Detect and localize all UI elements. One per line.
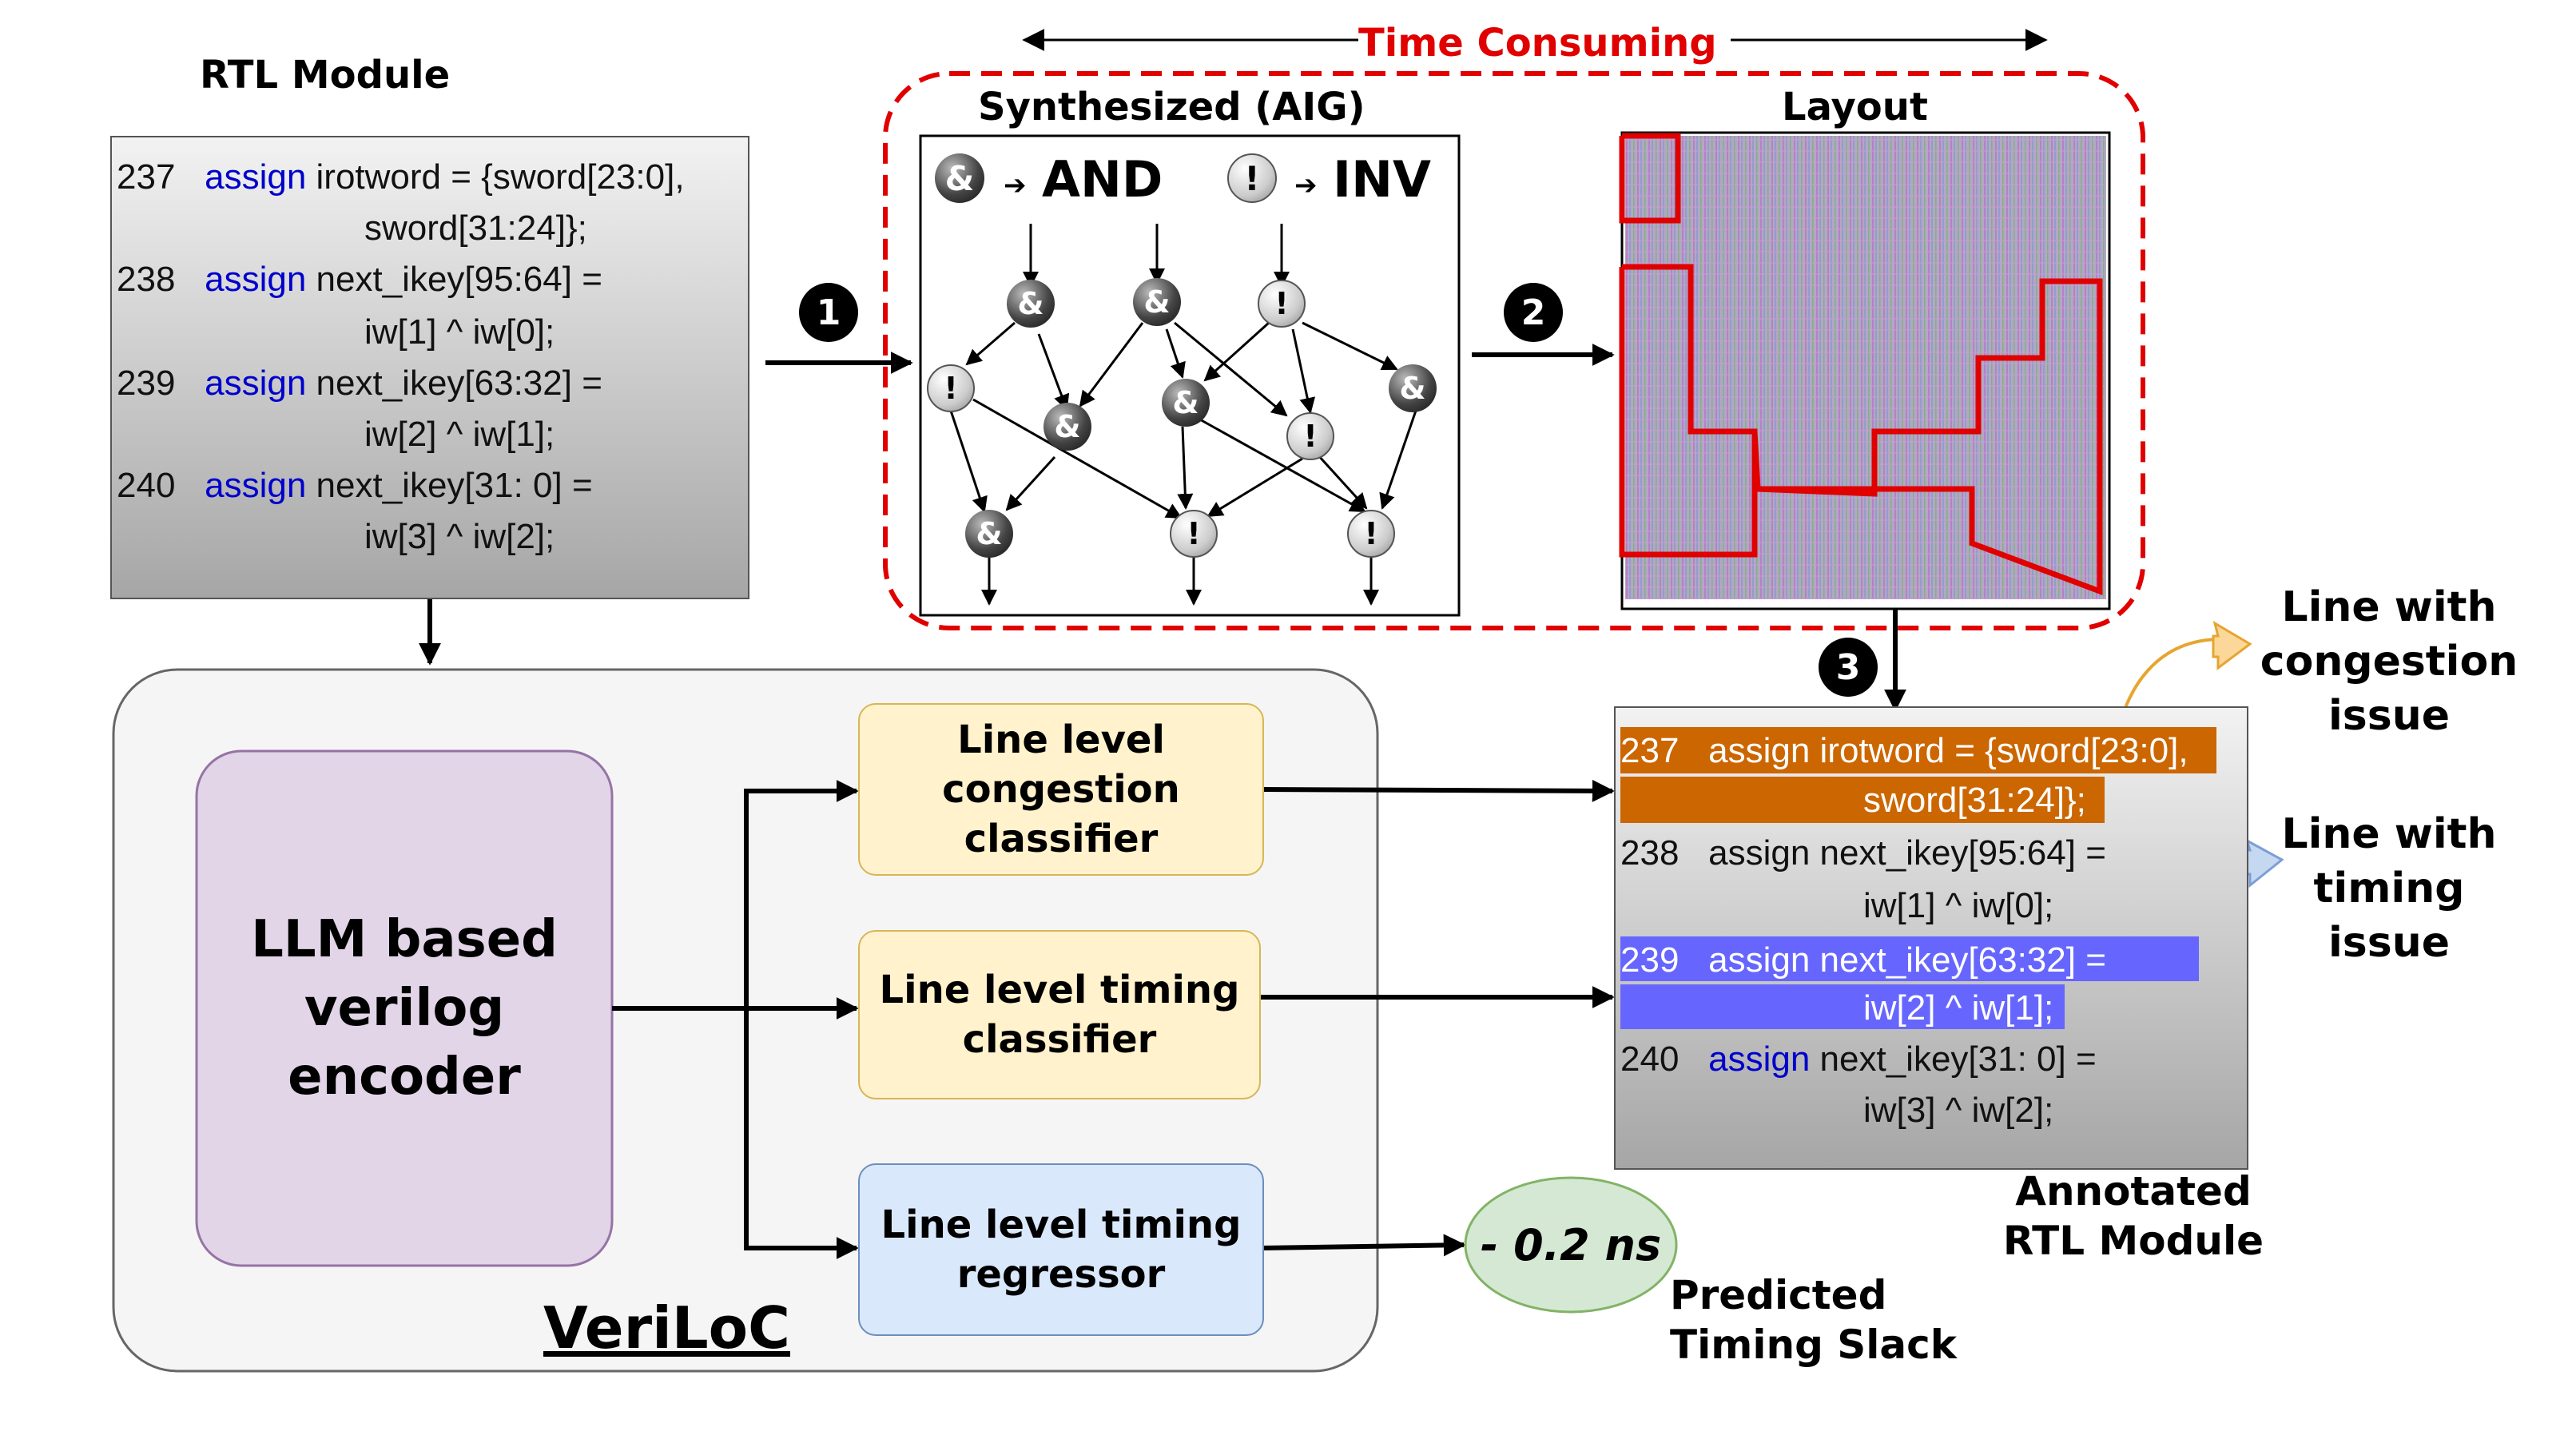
aig-and-node: & [1389, 364, 1437, 412]
aig-and-node: & [965, 510, 1013, 558]
and-legend-label: AND [1042, 150, 1163, 209]
layout-title: Layout [1782, 85, 1928, 129]
step-1-badge: 1 [799, 283, 858, 342]
slack-value: - 0.2 ns [1480, 1219, 1662, 1270]
slack-label: Predicted Timing Slack [1670, 1272, 1958, 1368]
aig-inv-node: ! [1286, 412, 1334, 460]
rtl-line-238-cont: iw[1] ^ iw[0]; [364, 312, 555, 352]
timing-regressor: Line level timing regressor [858, 1163, 1264, 1336]
slack-ellipse [1464, 1176, 1678, 1314]
and-legend-arrow-icon: ➔ [1004, 169, 1027, 201]
rtl-line-237-cont: sword[31:24]}; [364, 209, 587, 248]
annotated-line-240: 240 assign next_ikey[31: 0] = [1620, 1040, 2097, 1079]
step-2-badge: 2 [1504, 283, 1563, 342]
aig-inv-node: ! [1347, 510, 1395, 558]
aig-and-node: & [1133, 278, 1181, 326]
annotated-title: Annotated RTL Module [2002, 1168, 2264, 1264]
layout-image [1619, 131, 2111, 610]
rtl-module-title: RTL Module [200, 53, 451, 97]
and-node-icon [935, 153, 984, 203]
encoder-to-congestion-arrow [744, 780, 859, 1008]
time-consuming-region [883, 71, 2145, 630]
annotated-line-237-cont: sword[31:24]}; [1620, 777, 2105, 823]
annotated-line-237: 237 assign irotword = {sword[23:0], [1620, 727, 2216, 773]
rtl-line-239-cont: iw[2] ^ iw[1]; [364, 415, 555, 454]
congestion-classifier: Line level congestion classifier [858, 703, 1264, 876]
aig-inv-node: ! [1258, 280, 1306, 328]
rtl-line-238: 238 assign next_ikey[95:64] = [117, 260, 602, 299]
annotated-line-238: 238 assign next_ikey[95:64] = [1620, 833, 2106, 873]
aig-and-node: & [1162, 379, 1210, 427]
rtl-line-239: 239 assign next_ikey[63:32] = [117, 364, 602, 403]
timing-note: Line with timing issue [2281, 810, 2497, 967]
encoder-label: LLM based verilog encoder [251, 910, 558, 1107]
step-3-badge: 3 [1819, 638, 1878, 697]
aig-and-node: & [1007, 280, 1055, 328]
veriloc-label: VeriLoC [543, 1294, 790, 1362]
rtl-line-240-cont: iw[3] ^ iw[2]; [364, 517, 555, 556]
encoder-to-regressor-arrow [744, 1008, 859, 1259]
regressor-to-slack-arrow [1260, 1234, 1466, 1257]
rtl-line-237: 237 assign irotword = {sword[23:0], [117, 157, 685, 197]
inv-symbol: ! [1244, 158, 1260, 198]
aig-inv-node: ! [1170, 510, 1218, 558]
rtl-line-240: 240 assign next_ikey[31: 0] = [117, 466, 593, 505]
annotated-line-240-cont: iw[3] ^ iw[2]; [1863, 1091, 2054, 1130]
rtl-code-box: 237 assign irotword = {sword[23:0], swor… [110, 136, 749, 599]
aig-title: Synthesized (AIG) [978, 85, 1366, 129]
aig-inv-node: ! [927, 364, 975, 412]
aig-and-node: & [1044, 403, 1091, 451]
inv-node-icon [1227, 153, 1277, 203]
inv-legend-label: INV [1333, 150, 1431, 209]
timing-classifier: Line level timing classifier [858, 930, 1261, 1099]
annotated-line-238-cont: iw[1] ^ iw[0]; [1863, 886, 2054, 925]
congestion-note: Line with congestion issue [2260, 583, 2518, 740]
annotated-code-box: 237 assign irotword = {sword[23:0], swor… [1614, 706, 2248, 1170]
inv-legend-arrow-icon: ➔ [1294, 169, 1318, 201]
annotated-line-239: 239 assign next_ikey[63:32] = [1620, 936, 2199, 981]
congestion-to-annotated-arrow [1260, 779, 1615, 802]
and-symbol: & [944, 158, 975, 198]
annotated-line-239-cont: iw[2] ^ iw[1]; [1620, 984, 2065, 1029]
time-consuming-label: Time Consuming [1358, 21, 1717, 66]
aig-edges [949, 224, 1417, 606]
